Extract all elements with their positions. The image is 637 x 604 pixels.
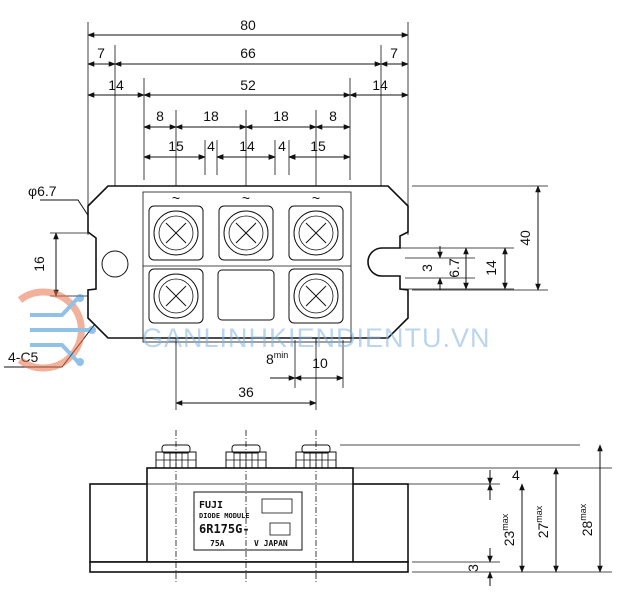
screw-ac-1-icon <box>148 205 204 261</box>
screw-ac-3-icon <box>288 205 344 261</box>
dim-height-total-value: 28 <box>579 521 595 537</box>
dim-terminal-width-right: 15 <box>310 138 326 154</box>
label-brand: FUJI <box>199 500 223 511</box>
mounting-hole-left <box>101 250 129 278</box>
dim-terminal-pitch-bottom: 10 <box>312 355 328 371</box>
dim-top-step: 4 <box>512 467 520 483</box>
dim-hole-pitch: 66 <box>240 45 256 61</box>
dim-terminal-width-left: 15 <box>168 138 184 154</box>
dim-height-terminal: 27max <box>534 505 551 538</box>
dim-bottom-span: 36 <box>238 384 254 400</box>
terminal-housing <box>142 191 352 343</box>
top-view <box>4 22 548 410</box>
watermark-text: GANLINHKIENDIENTU.VN <box>142 323 491 353</box>
terminal-symbol-3: ~ <box>312 190 320 206</box>
dim-height-terminal-sup: max <box>534 505 544 523</box>
dim-slot-width: 3 <box>419 264 435 272</box>
dim-height-body: 23max <box>500 513 517 546</box>
dim-slot-pitch: 14 <box>483 260 499 276</box>
terminal-screws <box>148 205 344 324</box>
watermark-logo-icon <box>17 288 96 372</box>
dim-terminal-width-center: 14 <box>239 138 255 154</box>
side-view: FUJI DIODE MODULE 6R175G- 75A V JAPAN <box>89 430 612 586</box>
screw-dc-left-icon <box>148 268 204 324</box>
terminal-symbol-2: ~ <box>242 190 250 206</box>
side-view-dimension-text: 4 23max 27max 28max 3 <box>465 467 595 572</box>
side-view-housing <box>146 467 354 563</box>
dim-overall-width: 40 <box>517 230 533 246</box>
dim-spacing-min-value: 8 <box>266 351 274 367</box>
ac-terminal-symbols: ~ ~ ~ <box>172 190 320 206</box>
dim-pitch-left: 18 <box>203 108 219 124</box>
label-origin: V JAPAN <box>254 539 288 548</box>
dim-height-total-sup: max <box>578 503 588 521</box>
dim-height-body-sup: max <box>500 513 510 531</box>
dim-height-terminal-value: 27 <box>535 523 551 539</box>
dim-edge-terminal-left: 14 <box>108 77 124 93</box>
dim-chamfer: 4-C5 <box>8 349 39 365</box>
dim-screw-offset-left: 8 <box>156 108 164 124</box>
side-view-extension-lines <box>340 444 612 573</box>
dim-slot-height: 6.7 <box>446 258 462 278</box>
dim-end-margin-left: 7 <box>97 45 105 61</box>
dim-spacing-min-unit: min <box>274 350 289 360</box>
dim-terminal-span: 52 <box>240 77 256 93</box>
dim-base-thickness: 3 <box>465 564 481 572</box>
label-part-box <box>269 522 291 536</box>
dim-end-margin-right: 7 <box>390 45 398 61</box>
dim-edge-terminal-right: 14 <box>372 77 388 93</box>
dim-height-total: 28max <box>578 503 595 536</box>
module-body-outline <box>87 185 409 339</box>
screw-dc-right-icon <box>288 268 344 324</box>
label-plate <box>193 491 303 551</box>
dim-gap-left: 4 <box>207 138 215 154</box>
watermark: GANLINHKIENDIENTU.VN <box>17 288 491 372</box>
dim-screw-offset-right: 8 <box>329 108 337 124</box>
screw-ac-2-icon <box>218 205 274 261</box>
dim-height-body-value: 23 <box>501 531 517 547</box>
label-subtitle: DIODE MODULE <box>199 512 250 520</box>
dim-pitch-right: 18 <box>273 108 289 124</box>
empty-terminal-socket <box>217 269 275 321</box>
dimension-lines <box>4 32 541 406</box>
dim-hole-diameter: φ6.7 <box>28 183 57 199</box>
label-part-number: 6R175G- <box>199 522 250 536</box>
side-view-centerlines <box>175 430 317 582</box>
dim-hole-offset: 16 <box>31 256 47 272</box>
side-view-dimension-lines <box>487 444 603 586</box>
top-view-dimension-text: 80 7 66 7 14 52 14 8 18 18 8 15 4 14 4 1… <box>8 17 533 400</box>
dim-overall-length: 80 <box>240 17 256 33</box>
label-rating: 75A <box>210 539 225 548</box>
dim-gap-right: 4 <box>278 138 286 154</box>
dim-spacing-min: 8min <box>266 350 288 367</box>
label-blank-box <box>261 498 293 514</box>
side-view-base-plate <box>89 561 409 573</box>
terminal-symbol-1: ~ <box>172 190 180 206</box>
